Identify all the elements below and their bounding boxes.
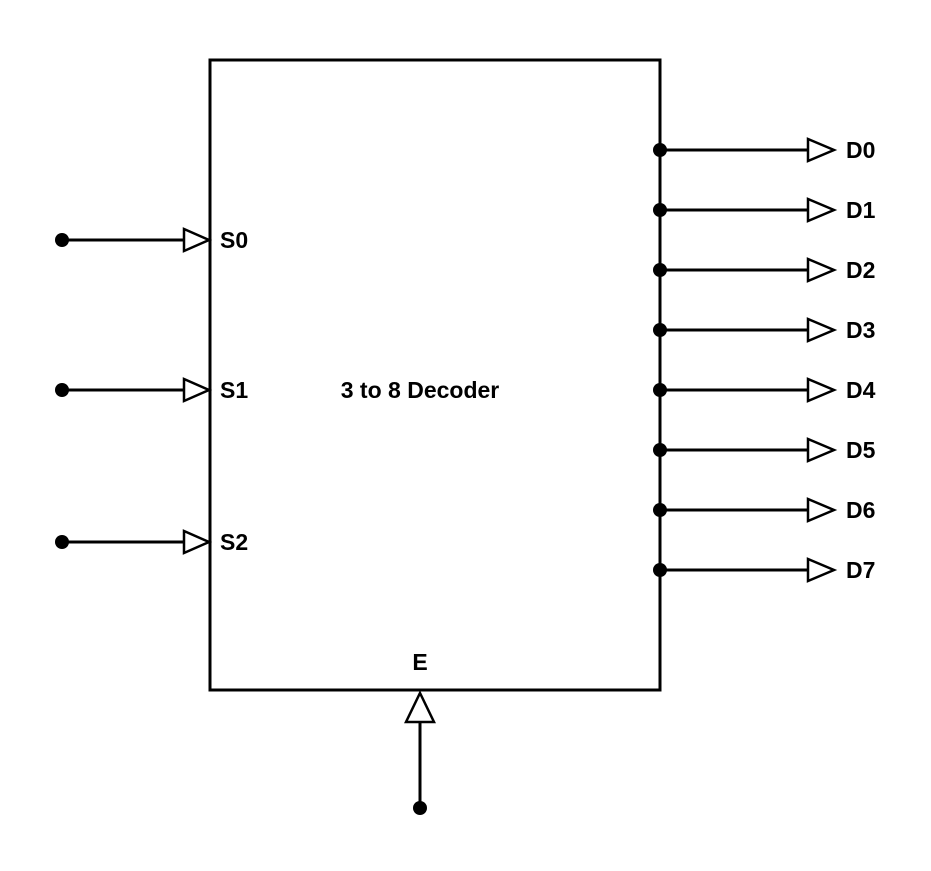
buffer-arrow-icon xyxy=(182,529,213,555)
enable-input: E xyxy=(404,649,436,815)
output-d6: D6 xyxy=(653,497,875,523)
output-label: D4 xyxy=(846,377,876,403)
input-label: S2 xyxy=(220,529,248,555)
output-d4: D4 xyxy=(653,377,876,403)
input-s0: S0 xyxy=(55,227,248,253)
output-d2: D2 xyxy=(653,257,875,283)
output-label: D7 xyxy=(846,557,875,583)
output-d7: D7 xyxy=(653,557,875,583)
buffer-arrow-icon xyxy=(806,377,838,403)
output-label: D3 xyxy=(846,317,875,343)
input-s2: S2 xyxy=(55,529,248,555)
buffer-arrow-icon xyxy=(806,137,838,163)
buffer-arrow-icon xyxy=(806,437,838,463)
input-s1: S1 xyxy=(55,377,248,403)
terminal-dot xyxy=(413,801,427,815)
buffer-arrow-icon xyxy=(806,257,838,283)
output-d5: D5 xyxy=(653,437,876,463)
buffer-arrow-icon xyxy=(806,317,838,343)
buffer-arrow-up-icon xyxy=(404,690,436,724)
output-d0: D0 xyxy=(653,137,875,163)
decoder-title: 3 to 8 Decoder xyxy=(341,377,500,403)
output-label: D1 xyxy=(846,197,876,223)
enable-label: E xyxy=(412,649,427,675)
output-label: D6 xyxy=(846,497,875,523)
output-label: D0 xyxy=(846,137,875,163)
buffer-arrow-icon xyxy=(806,197,838,223)
output-d3: D3 xyxy=(653,317,875,343)
buffer-arrow-icon xyxy=(182,377,213,403)
buffer-arrow-icon xyxy=(806,557,838,583)
decoder-box xyxy=(208,58,662,692)
output-label: D2 xyxy=(846,257,875,283)
buffer-arrow-icon xyxy=(182,227,213,253)
output-d1: D1 xyxy=(653,197,876,223)
buffer-arrow-icon xyxy=(806,497,838,523)
input-label: S1 xyxy=(220,377,248,403)
input-label: S0 xyxy=(220,227,248,253)
output-label: D5 xyxy=(846,437,876,463)
